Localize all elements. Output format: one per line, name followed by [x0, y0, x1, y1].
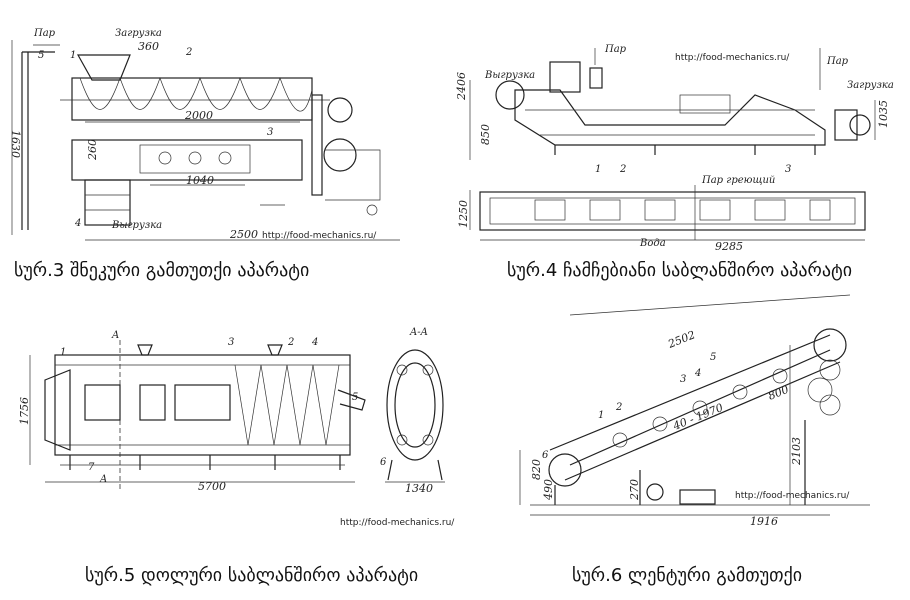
dim-2500: 2500	[229, 228, 258, 241]
dim-5700: 5700	[198, 480, 226, 493]
figure-3-caption: სურ.3 შნეკური გამთუთქი აპარატი	[14, 260, 310, 281]
section-mark-bottom: A	[99, 474, 107, 485]
dim-260: 260	[86, 139, 99, 161]
part-2-label: 2	[185, 47, 192, 58]
dim-2502: 2502	[665, 328, 697, 351]
figure-5-caption: სურ.5 დოლური საბლანშირო აპარატი	[85, 565, 419, 586]
dim-2406: 2406	[455, 72, 468, 101]
part-3-label: 3	[785, 164, 791, 175]
dim-2103: 2103	[790, 437, 803, 466]
figure-6-caption: სურ.6 ლენტური გამთუთქი	[572, 565, 803, 586]
figure-6: 1 2 3 4 5 6 2502 40 - 1970 2103 820 490 …	[470, 294, 910, 600]
dim-490: 490	[542, 479, 555, 501]
part-5-label: 5	[38, 50, 44, 61]
unload-label: Выгрузка	[484, 70, 535, 81]
figure-4: Пар Пар Выгрузка Загрузка Пар греющий Во…	[455, 0, 910, 300]
heating-steam-label: Пар греющий	[701, 175, 775, 186]
figure-4-labels: Пар Пар Выгрузка Загрузка Пар греющий Во…	[455, 44, 894, 253]
dim-850: 850	[479, 124, 492, 145]
source-url: http://food-mechanics.ru/	[262, 231, 377, 241]
figure-4-caption: სურ.4 ჩამჩებიანი საბლანშირო აპარატი	[507, 260, 853, 281]
dim-1040: 1040	[186, 174, 214, 187]
part-2-label: 2	[287, 337, 294, 348]
dim-9285: 9285	[715, 240, 743, 253]
part-2-label: 2	[619, 164, 626, 175]
dim-1756: 1756	[18, 397, 31, 425]
part-6-label: 6	[542, 450, 549, 461]
part-1-label: 1	[598, 410, 604, 421]
steam-label: Пар	[33, 28, 56, 39]
water-label: Вода	[639, 238, 666, 249]
dim-270: 270	[628, 479, 641, 501]
dim-1035: 1035	[877, 100, 890, 128]
dim-820: 820	[530, 459, 543, 480]
part-3-label: 3	[228, 337, 234, 348]
dim-1340: 1340	[405, 482, 433, 495]
source-url: http://food-mechanics.ru/	[675, 53, 790, 63]
section-label: A-A	[409, 327, 428, 338]
figure-6-labels: 1 2 3 4 5 6 2502 40 - 1970 2103 820 490 …	[530, 328, 850, 528]
dim-1630: 1630	[9, 130, 22, 158]
dim-2000: 2000	[184, 109, 213, 122]
part-5-label: 5	[352, 392, 358, 403]
figure-5-drawing	[29, 340, 445, 490]
figure-5-labels: A-A A A 1 2 3 4 5 6 7 1756 5700 1340 htt…	[18, 327, 455, 528]
part-1-label: 1	[70, 50, 76, 61]
source-url: http://food-mechanics.ru/	[340, 518, 455, 528]
dim-1250: 1250	[457, 200, 470, 228]
dim-800: 800	[766, 383, 790, 403]
part-4-label: 4	[311, 337, 318, 348]
figure-4-drawing	[469, 48, 876, 241]
steam-right-label: Пар	[826, 56, 849, 67]
figure-3-labels: Пар Загрузка Выгрузка 1 2 3 4 5 360 2000…	[9, 28, 377, 241]
steam-left-label: Пар	[604, 44, 627, 55]
part-1-label: 1	[595, 164, 601, 175]
part-3-label: 3	[267, 127, 273, 138]
unload-label: Выгрузка	[111, 220, 162, 231]
part-5-label: 5	[710, 352, 716, 363]
dim-40-1970: 40 - 1970	[670, 401, 725, 433]
part-1-label: 1	[60, 347, 66, 358]
part-6-label: 6	[380, 457, 387, 468]
part-4-label: 4	[694, 368, 701, 379]
part-7-label: 7	[88, 462, 95, 473]
part-3-label: 3	[680, 374, 686, 385]
part-2-label: 2	[615, 402, 622, 413]
figure-3: Пар Загрузка Выгрузка 1 2 3 4 5 360 2000…	[0, 0, 450, 300]
dim-1916: 1916	[750, 515, 778, 528]
part-4-label: 4	[74, 218, 81, 229]
section-mark-top: A	[111, 330, 119, 341]
figure-5: A-A A A 1 2 3 4 5 6 7 1756 5700 1340 htt…	[0, 300, 470, 600]
load-label: Загрузка	[847, 80, 894, 91]
figure-6-drawing	[519, 294, 870, 516]
dim-360: 360	[138, 40, 159, 53]
load-label: Загрузка	[115, 28, 162, 39]
source-url: http://food-mechanics.ru/	[735, 491, 850, 501]
figure-3-drawing	[11, 40, 400, 241]
